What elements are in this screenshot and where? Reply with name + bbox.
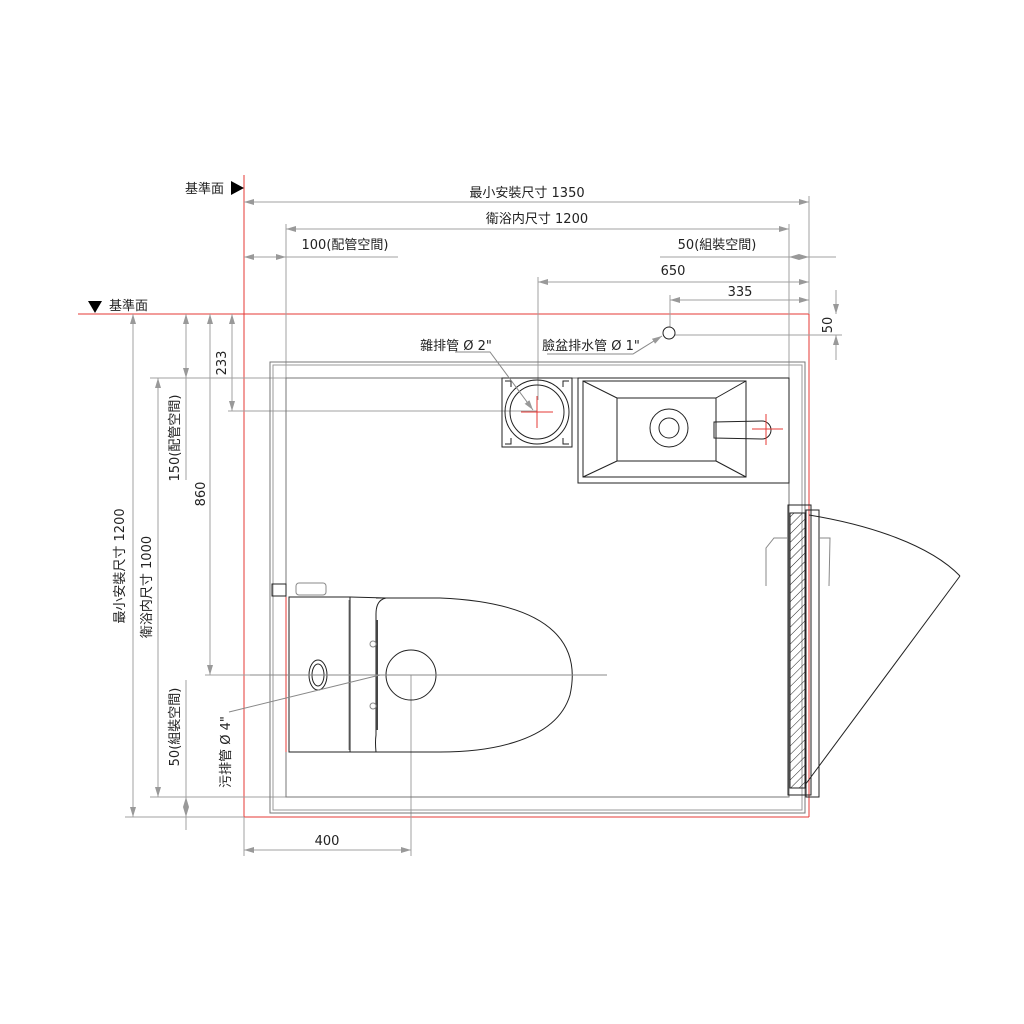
dim-sink-pipe-y: 50 <box>821 317 836 334</box>
top-dimensions <box>244 196 842 597</box>
reference-arrow-icon <box>231 181 244 195</box>
dim-min-install-depth: 最小安裝尺寸 1200 <box>113 508 128 623</box>
door-handle-icon <box>765 537 831 587</box>
dim-min-install-width: 最小安裝尺寸 1350 <box>469 186 584 201</box>
dim-inner-depth: 衛浴内尺寸 1000 <box>139 536 155 638</box>
floor-drain <box>501 377 573 448</box>
reference-arrow-icon <box>88 301 102 313</box>
faucet-icon <box>713 420 772 440</box>
toilet <box>250 582 607 753</box>
floor-drain-label: 雜排管 Ø 2" <box>420 339 492 354</box>
door[interactable] <box>765 504 961 798</box>
dim-pipe-space-top: 150(配管空間) <box>168 395 183 482</box>
washbasin <box>577 377 790 484</box>
dim-sink-pipe-x: 335 <box>728 285 753 300</box>
dim-toilet-drain-y: 860 <box>194 482 209 507</box>
reference-label-left: 基準面 <box>109 298 148 314</box>
dim-assembly-space-bottom: 50(組裝空間) <box>168 688 183 767</box>
reference-lines <box>78 175 810 818</box>
dim-floor-drain-y: 233 <box>215 351 230 376</box>
sink-drain-pipe <box>662 326 676 340</box>
left-dimensions <box>125 314 537 830</box>
dim-sink-drain-x: 650 <box>661 264 686 279</box>
reference-label-top: 基準面 <box>185 181 224 197</box>
dim-toilet-drain-x: 400 <box>315 834 340 849</box>
dim-inner-width: 衛浴内尺寸 1200 <box>486 211 588 227</box>
toilet-drain-label: 污排管 Ø 4" <box>219 716 234 788</box>
sink-drain-label: 臉盆排水管 Ø 1" <box>542 339 640 354</box>
dim-pipe-space-left: 100(配管空間) <box>302 238 389 253</box>
dim-assembly-space-right: 50(組裝空間) <box>678 238 757 253</box>
